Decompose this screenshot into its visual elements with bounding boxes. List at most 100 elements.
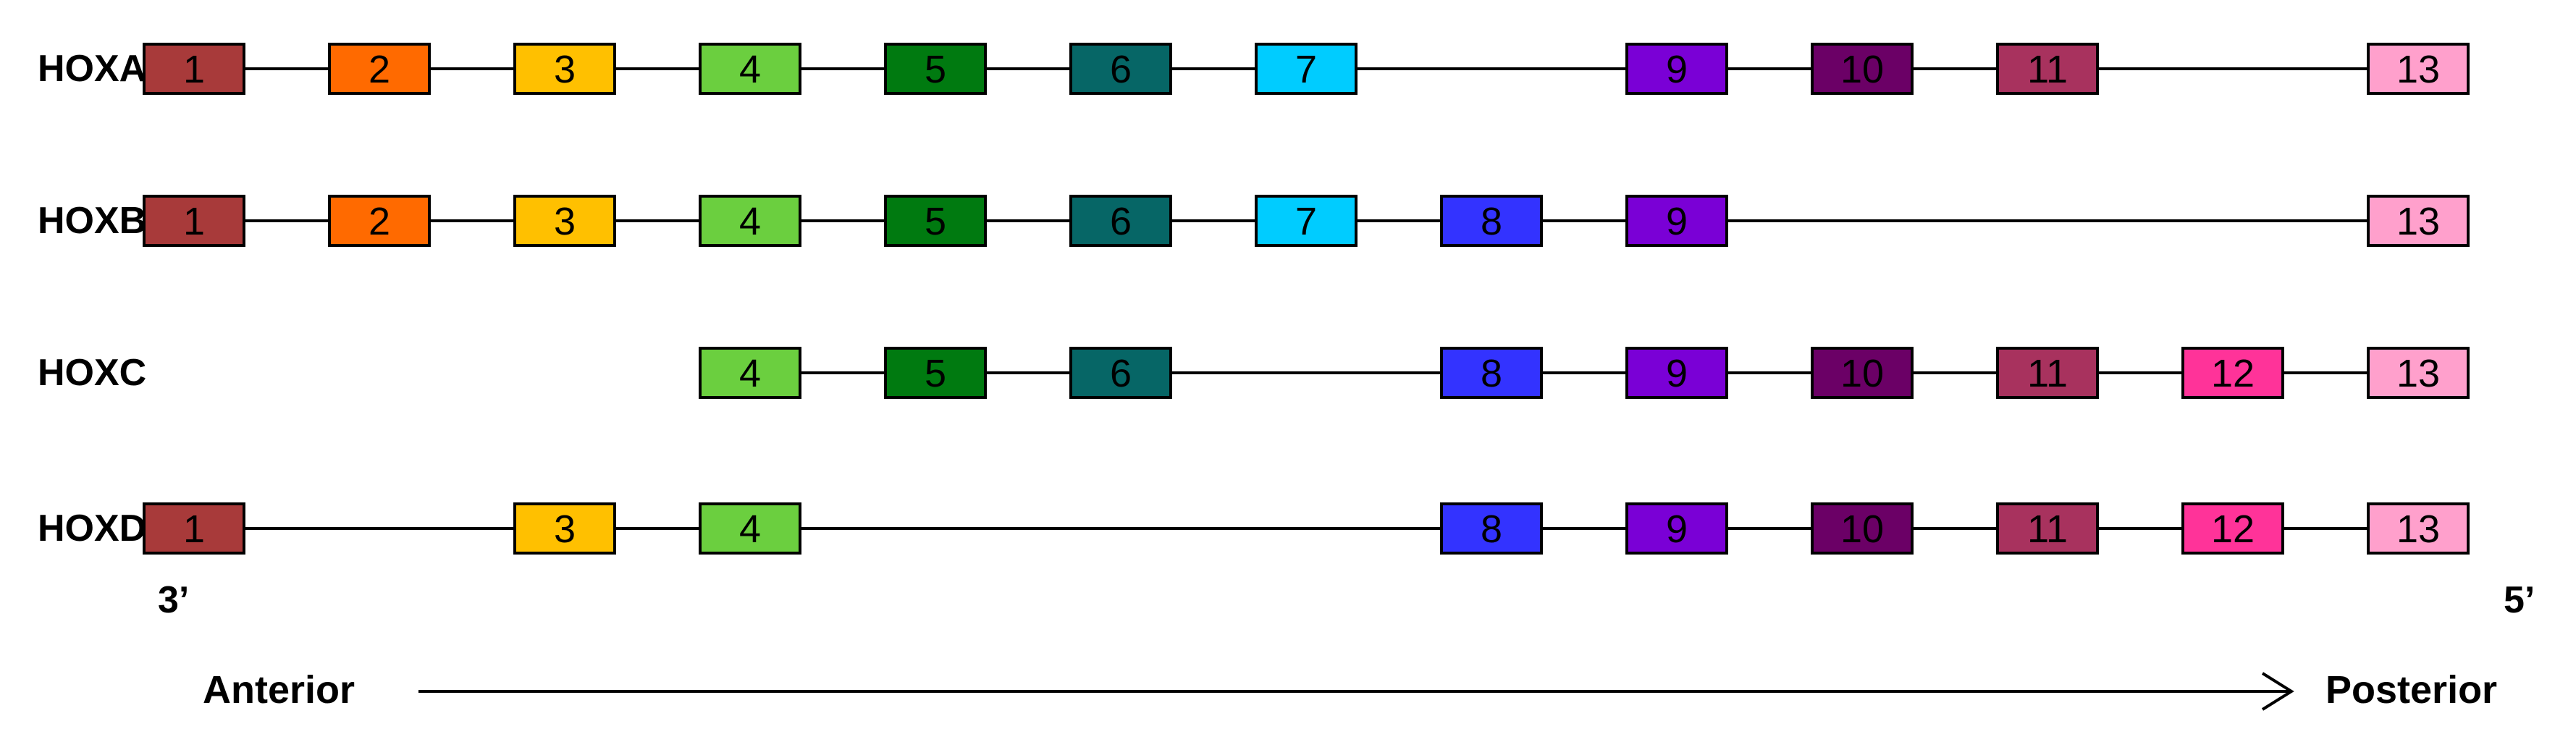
gene-box-hoxd-1: 1 (143, 502, 245, 555)
gene-box-rect (699, 502, 801, 555)
gene-box-rect (884, 347, 987, 399)
gene-number-label: 6 (1110, 352, 1132, 395)
gene-box-rect (143, 43, 245, 95)
gene-box-hoxa-1: 1 (143, 43, 245, 95)
gene-box-hoxc-8: 8 (1440, 347, 1543, 399)
gene-number-label: 3 (554, 200, 576, 243)
gene-box-hoxa-3: 3 (513, 43, 616, 95)
gene-number-label: 10 (1840, 48, 1884, 91)
gene-box-hoxd-13: 13 (2367, 502, 2470, 555)
gene-box-hoxc-10: 10 (1811, 347, 1914, 399)
gene-number-label: 7 (1295, 200, 1317, 243)
gene-box-hoxb-7: 7 (1255, 195, 1358, 247)
axis-arrow-head (2261, 672, 2294, 711)
gene-number-label: 11 (2027, 48, 2068, 91)
gene-box-rect (699, 195, 801, 247)
gene-box-rect (1255, 195, 1358, 247)
gene-number-label: 8 (1481, 352, 1502, 395)
gene-box-hoxa-6: 6 (1069, 43, 1172, 95)
cluster-label-hoxa: HOXA (38, 48, 147, 90)
gene-box-hoxa-9: 9 (1625, 43, 1728, 95)
five-prime-label: 5’ (2504, 579, 2535, 621)
gene-box-hoxd-11: 11 (1996, 502, 2099, 555)
gene-box-hoxb-5: 5 (884, 195, 987, 247)
gene-box-rect (2181, 347, 2284, 399)
gene-box-hoxc-6: 6 (1069, 347, 1172, 399)
gene-box-hoxd-10: 10 (1811, 502, 1914, 555)
gene-number-label: 9 (1666, 352, 1688, 395)
gene-box-hoxa-13: 13 (2367, 43, 2470, 95)
gene-box-rect (1996, 347, 2099, 399)
gene-number-label: 13 (2396, 507, 2440, 551)
gene-number-label: 13 (2396, 352, 2440, 395)
gene-box-rect (1440, 347, 1543, 399)
gene-box-rect (1996, 43, 2099, 95)
gene-box-rect (884, 43, 987, 95)
gene-number-label: 2 (369, 200, 390, 243)
gene-number-label: 9 (1666, 200, 1688, 243)
gene-box-rect (1440, 195, 1543, 247)
gene-box-hoxb-3: 3 (513, 195, 616, 247)
gene-box-hoxa-4: 4 (699, 43, 801, 95)
gene-box-rect (2367, 195, 2470, 247)
gene-number-label: 12 (2211, 352, 2255, 395)
gene-box-rect (884, 195, 987, 247)
posterior-label: Posterior (2325, 668, 2498, 712)
gene-number-label: 11 (2027, 352, 2068, 395)
gene-number-label: 12 (2211, 507, 2255, 551)
cluster-row-hoxb: 1 2 3 4 5 6 7 8 9 13 (143, 195, 2470, 247)
gene-number-label: 10 (1840, 352, 1884, 395)
cluster-label-hoxc: HOXC (38, 352, 147, 394)
gene-number-label: 1 (183, 200, 205, 243)
gene-number-label: 4 (739, 352, 761, 395)
gene-number-label: 5 (925, 200, 946, 243)
gene-number-label: 5 (925, 352, 946, 395)
cluster-label-hoxd: HOXD (38, 507, 147, 549)
cluster-label-hoxb: HOXB (38, 200, 147, 242)
gene-box-rect (2367, 502, 2470, 555)
gene-box-rect (513, 43, 616, 95)
gene-box-rect (1811, 347, 1914, 399)
gene-box-rect (699, 347, 801, 399)
gene-number-label: 5 (925, 48, 946, 91)
gene-number-label: 13 (2396, 48, 2440, 91)
gene-box-hoxd-9: 9 (1625, 502, 1728, 555)
gene-box-rect (513, 195, 616, 247)
gene-number-label: 4 (739, 507, 761, 551)
gene-box-hoxd-4: 4 (699, 502, 801, 555)
gene-box-rect (1996, 502, 2099, 555)
gene-box-rect (1069, 43, 1172, 95)
gene-box-rect (1255, 43, 1358, 95)
gene-box-rect (1625, 502, 1728, 555)
gene-number-label: 9 (1666, 507, 1688, 551)
gene-box-hoxb-6: 6 (1069, 195, 1172, 247)
gene-box-rect (328, 43, 431, 95)
gene-box-hoxb-4: 4 (699, 195, 801, 247)
gene-number-label: 1 (183, 507, 205, 551)
gene-box-hoxa-2: 2 (328, 43, 431, 95)
gene-number-label: 6 (1110, 48, 1132, 91)
gene-number-label: 6 (1110, 200, 1132, 243)
gene-box-hoxd-12: 12 (2181, 502, 2284, 555)
gene-box-hoxc-4: 4 (699, 347, 801, 399)
gene-box-hoxa-10: 10 (1811, 43, 1914, 95)
three-prime-label: 3’ (158, 579, 190, 621)
gene-box-rect (2367, 43, 2470, 95)
gene-number-label: 3 (554, 48, 576, 91)
gene-number-label: 10 (1840, 507, 1884, 551)
gene-box-rect (2367, 347, 2470, 399)
gene-box-rect (1625, 43, 1728, 95)
gene-number-label: 1 (183, 48, 205, 91)
anterior-label: Anterior (203, 668, 355, 712)
gene-number-label: 4 (739, 200, 761, 243)
gene-box-rect (1625, 347, 1728, 399)
gene-number-label: 8 (1481, 200, 1502, 243)
gene-box-rect (1069, 195, 1172, 247)
gene-box-hoxc-9: 9 (1625, 347, 1728, 399)
gene-box-hoxa-11: 11 (1996, 43, 2099, 95)
gene-number-label: 13 (2396, 200, 2440, 243)
gene-box-hoxc-12: 12 (2181, 347, 2284, 399)
gene-box-rect (1625, 195, 1728, 247)
